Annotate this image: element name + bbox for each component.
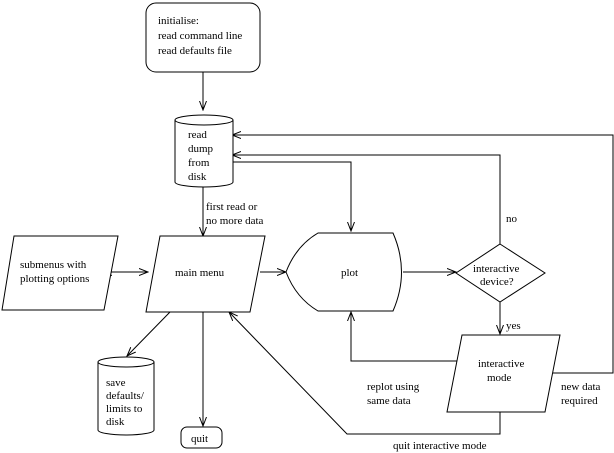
read-dump-line-2: dump [188, 143, 214, 155]
edge-mode-new-data-to-read-dump [232, 135, 614, 374]
interactive-device-line-2: device? [480, 276, 514, 288]
interactive-mode-line-1: interactive [478, 358, 525, 370]
edge-label-first-read-1: first read or [206, 201, 258, 213]
node-main-menu: main menu [145, 235, 266, 313]
save-defaults-line-2: defaults/ [106, 390, 145, 402]
read-dump-line-3: from [188, 157, 210, 169]
edge-read-dump-to-plot [232, 161, 351, 231]
submenus-line-2: plotting options [20, 273, 89, 285]
read-dump-line-4: disk [188, 171, 207, 183]
save-defaults-line-4: disk [106, 416, 125, 428]
edge-label-replot-1: replot using [367, 381, 420, 393]
interactive-device-line-1: interactive [473, 263, 520, 275]
main-menu-label: main menu [175, 267, 225, 279]
edge-label-new-data-1: new data [561, 381, 601, 393]
node-interactive-mode: interactive mode [446, 334, 561, 413]
edge-mode-replot-to-plot [351, 312, 462, 362]
initialise-line-1: initialise: [158, 15, 199, 27]
edge-device-no-to-read-dump [232, 155, 501, 245]
edge-label-replot-2: same data [367, 395, 411, 407]
submenus-line-1: submenus with [20, 259, 87, 271]
node-interactive-device: interactive device? [455, 243, 546, 303]
node-submenus: submenus with plotting options [1, 235, 119, 311]
edge-main-menu-to-save [127, 311, 171, 356]
initialise-line-3: read defaults file [158, 45, 232, 57]
edge-label-new-data-2: required [561, 395, 598, 407]
interactive-mode-line-2: mode [487, 372, 512, 384]
edge-mode-quit-to-main-menu [229, 312, 501, 435]
edge-label-quit-interactive: quit interactive mode [393, 440, 487, 452]
node-save-defaults: save defaults/ limits to disk [97, 356, 155, 436]
edge-label-first-read-2: no more data [206, 215, 264, 227]
save-defaults-line-3: limits to [106, 403, 143, 415]
read-dump-line-1: read [188, 129, 207, 141]
node-read-dump: read dump from disk [174, 114, 234, 188]
edge-label-yes: yes [506, 320, 521, 332]
save-defaults-line-1: save [106, 377, 126, 389]
quit-label: quit [191, 433, 208, 445]
node-initialise: initialise: read command line read defau… [145, 2, 261, 73]
node-plot: plot [285, 232, 402, 312]
initialise-line-2: read command line [158, 30, 242, 42]
edge-label-no: no [506, 213, 518, 225]
node-quit: quit [180, 426, 223, 449]
plot-label: plot [341, 267, 358, 279]
